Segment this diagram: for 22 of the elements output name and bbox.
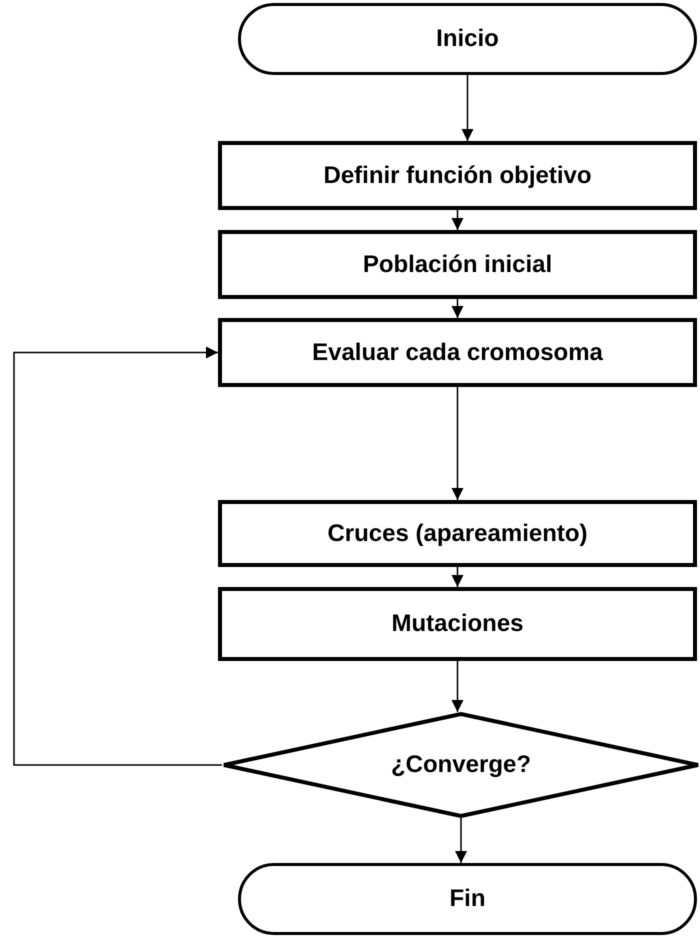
arrow [452, 661, 464, 712]
arrow [13, 346, 222, 766]
decision-diamond [222, 712, 700, 818]
node-label: ¿Converge? [390, 751, 531, 779]
node-label: Fin [450, 885, 486, 913]
process-box [218, 587, 697, 661]
node-label: Evaluar cada cromosoma [312, 338, 603, 366]
node-label: Población inicial [362, 250, 552, 278]
arrow [452, 299, 464, 318]
process-box [218, 141, 697, 210]
node-label: Inicio [436, 25, 499, 53]
arrow [452, 567, 464, 587]
process-box [218, 230, 697, 299]
process-box [218, 318, 697, 387]
node-label: Cruces (apareamiento) [327, 520, 588, 548]
arrow [462, 75, 474, 141]
arrow [452, 387, 464, 500]
arrow [455, 818, 467, 863]
node-label: Mutaciones [391, 610, 524, 638]
node-label: Definir función objetivo [324, 162, 592, 190]
arrow [452, 210, 464, 230]
process-box [218, 500, 697, 567]
